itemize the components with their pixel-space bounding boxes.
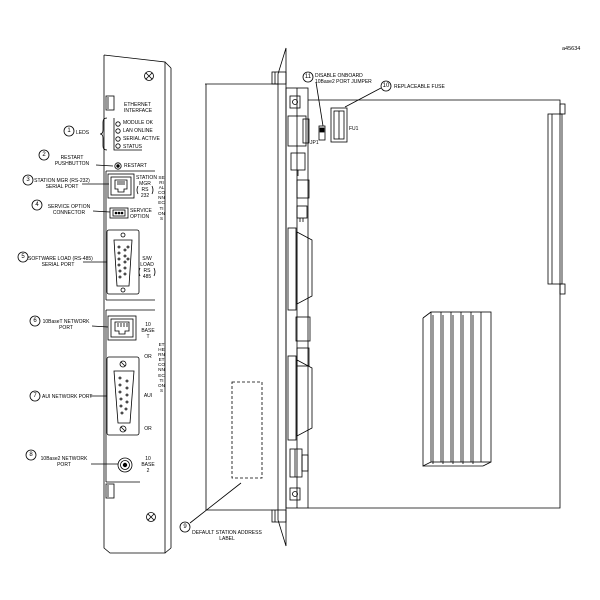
- or-label-1: OR: [144, 354, 152, 360]
- callout-3-number: 3: [26, 177, 30, 183]
- heat-sink: [422, 311, 492, 467]
- front-faceplate: [103, 54, 172, 554]
- or-label-2: OR: [144, 426, 152, 432]
- callout-9-number: 9: [183, 524, 187, 530]
- jp1-label: JP1: [310, 140, 319, 146]
- fu1-label: FU1: [349, 126, 359, 132]
- 10base2-label: 10 BASE 2: [141, 456, 155, 474]
- callout-11-number: 11: [304, 74, 312, 80]
- status-leds: [113, 118, 142, 151]
- callout-2-text: RESTART PUSHBUTTON: [54, 155, 90, 167]
- jp1-jumper: [318, 125, 326, 141]
- callout-7-text: AUI NETWORK PORT: [42, 394, 93, 400]
- figure-id: a45634: [562, 46, 581, 52]
- callout-9-text: DEFAULT STATION ADDRESS LABEL: [192, 530, 262, 542]
- callout-1-text: LEDS: [76, 130, 90, 136]
- aui-db-connector: [106, 356, 140, 436]
- led-status: STATUS: [123, 144, 142, 150]
- led-lan-online: LAN ONLINE: [123, 128, 153, 134]
- top-latch: [105, 95, 115, 111]
- backplane-connector: [547, 113, 563, 285]
- rs485-db-connector: [106, 229, 140, 295]
- callout-7-number: 7: [33, 393, 37, 399]
- 10base2-bnc-icon: [117, 457, 133, 473]
- bottom-screw-icon: [146, 512, 156, 522]
- callout-leaders: [17, 71, 392, 533]
- callout-10-number: 10: [382, 83, 390, 89]
- ethernet-interface-label: ETHERNET INTERFACE: [124, 102, 153, 114]
- serial-connections-vertical: SERIAL CONNECTIONS: [158, 175, 165, 221]
- side-view: [205, 47, 566, 547]
- top-screw-icon: [144, 71, 154, 81]
- service-option-label: SERVICE OPTION: [130, 208, 152, 220]
- led-serial-active: SERIAL ACTIVE: [123, 136, 160, 142]
- callout-4-text: SERVICE OPTION CONNECTOR: [47, 204, 91, 216]
- callout-8-number: 8: [29, 452, 33, 458]
- restart-label: RESTART: [124, 163, 147, 169]
- callout-1-number: 1: [67, 128, 71, 134]
- station-mgr-label: STATION MGR: [136, 175, 157, 187]
- bottom-latch: [105, 483, 115, 499]
- rs232-label: RS 232: [140, 187, 150, 199]
- service-option-connector: [109, 207, 129, 219]
- callout-10-text: REPLACEABLE FUSE: [394, 84, 445, 90]
- ethernet-connections-vertical: ETHERNET CONNECTIONS: [158, 342, 165, 393]
- callout-6-number: 6: [33, 318, 37, 324]
- rs485-label: RS 485: [142, 268, 152, 280]
- restart-pushbutton-icon: [114, 162, 122, 170]
- callout-8-text: 10Base2 NETWORK PORT: [40, 456, 88, 468]
- callout-3-text: STATION MGR (RS-232) SERIAL PORT: [34, 178, 90, 190]
- sw-load-label: S/W LOAD: [140, 256, 154, 268]
- 10baset-label: 10 BASE T: [141, 322, 155, 340]
- fu1-fuse: [330, 107, 348, 143]
- callout-6-text: 10BaseT NETWORK PORT: [42, 319, 90, 331]
- callout-5-number: 5: [21, 254, 25, 260]
- callout-2-number: 2: [42, 152, 46, 158]
- aui-label: AUI: [143, 393, 153, 399]
- station-mgr-port: [107, 173, 135, 199]
- callout-11-text: DISABLE ONBOARD 10Base2 PORT JUMPER: [315, 73, 372, 85]
- callout-4-number: 4: [35, 202, 39, 208]
- callout-5-text: SOFTWARE LOAD (RS-485) SERIAL PORT: [28, 256, 93, 268]
- led-module-ok: MODULE OK: [123, 120, 154, 126]
- default-station-address-label-area: [231, 381, 263, 479]
- 10baset-port: [107, 315, 137, 341]
